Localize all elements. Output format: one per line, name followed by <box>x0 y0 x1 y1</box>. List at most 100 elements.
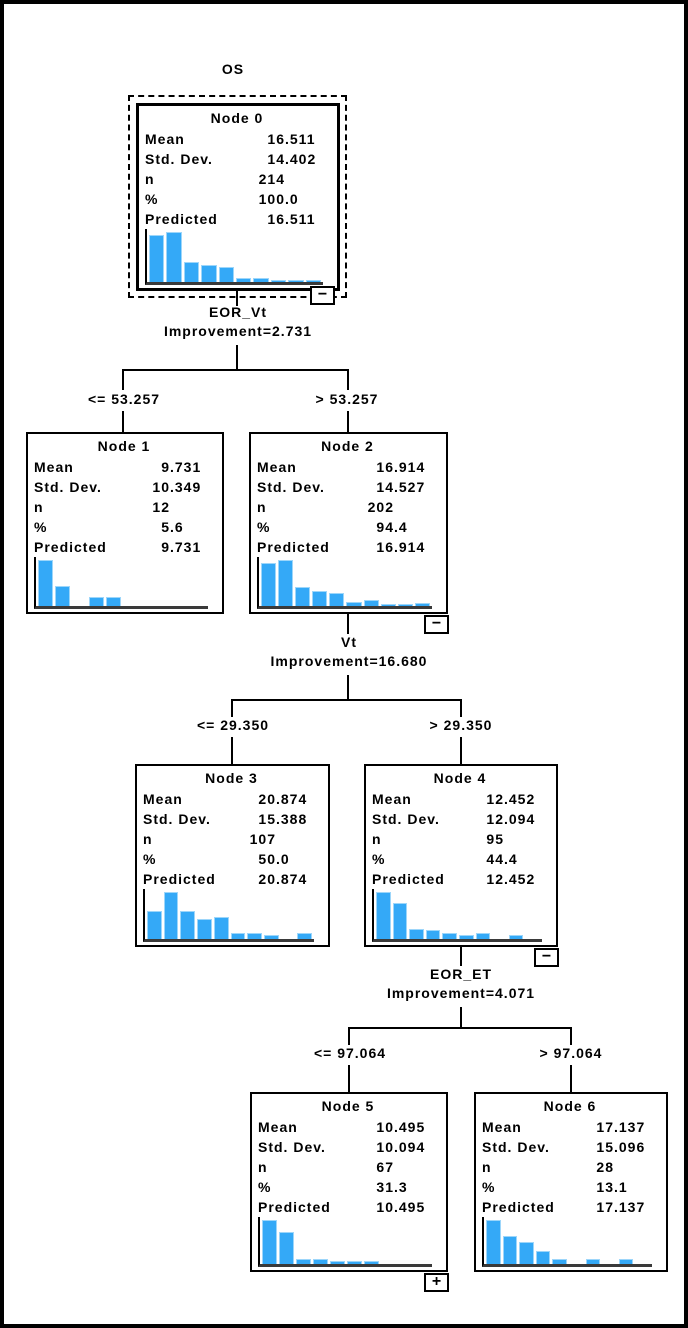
connector-line <box>122 369 349 371</box>
stat-label: % <box>482 1179 496 1195</box>
stat-row: Std. Dev.14.402 <box>145 149 329 169</box>
stat-label: Mean <box>143 791 183 807</box>
split-improvement: Improvement=16.680 <box>270 653 428 669</box>
node-2-title: Node 2 <box>321 438 374 454</box>
stat-value-int: 31 <box>376 1179 394 1195</box>
stat-value-int: 16 <box>267 131 285 147</box>
histogram-bar <box>425 929 441 939</box>
connector-line <box>348 1065 350 1092</box>
histogram-bar <box>347 1261 362 1264</box>
histogram-bar <box>253 278 269 282</box>
histogram-bar <box>278 559 294 606</box>
histogram-bar <box>295 586 311 606</box>
stat-value-frac: .511 <box>285 131 316 147</box>
histogram-bar <box>218 266 235 282</box>
split-variable: EOR_Vt <box>208 304 268 320</box>
histogram-bar <box>376 892 391 939</box>
histogram-bar <box>297 933 313 939</box>
stat-row: Std. Dev.14.527 <box>257 477 438 497</box>
stat-label: Mean <box>482 1119 522 1135</box>
stat-value-frac: .0 <box>285 191 299 207</box>
stat-value-frac <box>394 497 438 517</box>
histogram-bar <box>330 1261 345 1264</box>
histogram-bar <box>197 918 212 939</box>
connector-line <box>347 369 349 390</box>
stat-label: Predicted <box>372 871 445 887</box>
histogram-bar <box>392 902 408 939</box>
stat-label: n <box>258 1159 268 1175</box>
stat-value-frac: .6 <box>170 519 184 535</box>
stat-row: %31.3 <box>258 1177 438 1197</box>
stat-value-frac: .137 <box>614 1199 646 1215</box>
collapse-node-4-button[interactable]: − <box>534 948 559 967</box>
stat-row: Std. Dev.10.349 <box>34 477 214 497</box>
stat-value-int: 100 <box>258 191 285 207</box>
histogram-bar <box>213 917 229 939</box>
stat-value-int: 10 <box>376 1199 394 1215</box>
stat-row: %44.4 <box>372 849 548 869</box>
histogram-bar <box>201 264 217 282</box>
histogram-bar <box>236 278 252 282</box>
stat-value-frac: .914 <box>394 459 426 475</box>
stat-value-frac <box>170 497 214 517</box>
connector-line <box>231 699 462 701</box>
node-0-title: Node 0 <box>210 110 264 126</box>
histogram-bar <box>89 597 104 606</box>
histogram-bar <box>279 1231 294 1264</box>
stat-label: n <box>145 171 155 187</box>
stat-row: %94.4 <box>257 517 438 537</box>
stat-value-frac: .1 <box>614 1179 628 1195</box>
node-2-histogram <box>257 557 432 609</box>
stat-value-int: 50 <box>258 851 276 867</box>
stat-value-int: 9 <box>161 459 170 475</box>
branch-label-left: <= 97.064 <box>313 1045 387 1061</box>
histogram-bar <box>414 603 430 606</box>
collapse-node-2-button[interactable]: − <box>424 615 449 634</box>
histogram-bar <box>409 928 424 939</box>
histogram-bar <box>535 1251 551 1264</box>
branch-label-left: <= 29.350 <box>196 717 270 733</box>
collapse-node-0-button[interactable]: − <box>310 286 335 305</box>
stat-row: %5.6 <box>34 517 214 537</box>
split-improvement: Improvement=2.731 <box>163 323 313 339</box>
stat-value-frac: .3 <box>394 1179 408 1195</box>
stat-value-int: 13 <box>596 1179 614 1195</box>
node-0-histogram <box>145 229 323 285</box>
histogram-bar <box>288 279 304 282</box>
stat-value-frac: .874 <box>276 791 308 807</box>
stat-label: Std. Dev. <box>257 479 325 495</box>
stat-value-int: 12 <box>486 811 504 827</box>
stat-value-int: 94 <box>376 519 394 535</box>
stat-row: Std. Dev.15.096 <box>482 1137 658 1157</box>
expand-node-5-button[interactable]: + <box>424 1273 449 1292</box>
connector-line <box>347 411 349 432</box>
stat-value-frac <box>504 829 548 849</box>
histogram-bar <box>519 1241 534 1264</box>
stat-row: Std. Dev.10.094 <box>258 1137 438 1157</box>
node-1-title: Node 1 <box>97 438 151 454</box>
histogram-bar <box>270 279 287 282</box>
histogram-bar <box>502 1235 518 1264</box>
stat-value-frac: .495 <box>394 1119 426 1135</box>
stat-label: Predicted <box>258 1199 331 1215</box>
stat-label: Mean <box>258 1119 298 1135</box>
stat-value-int: 12 <box>486 871 504 887</box>
stat-label: Std. Dev. <box>482 1139 550 1155</box>
